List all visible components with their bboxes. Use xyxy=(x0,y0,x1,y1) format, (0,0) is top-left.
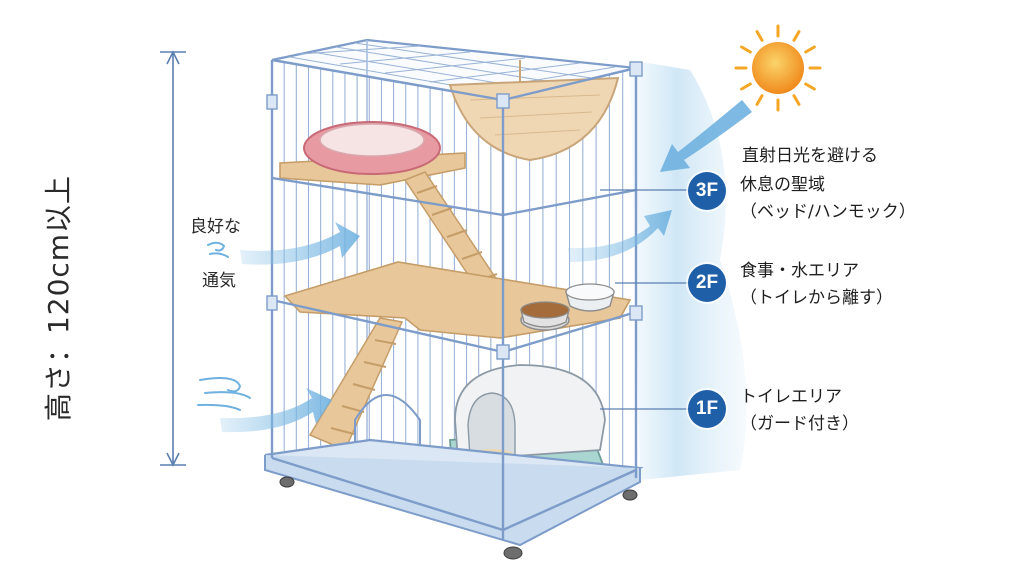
leader-lines xyxy=(600,189,688,410)
height-dimension-line xyxy=(160,50,186,467)
floor-3f-detail: （ベッド/ハンモック） xyxy=(740,202,916,222)
cage-wheels xyxy=(279,476,638,560)
cat-bed xyxy=(303,121,441,175)
floor-2f-detail: （トイレから離す） xyxy=(740,288,893,308)
sun-icon xyxy=(734,24,822,112)
floor-1f-title: トイレエリア xyxy=(740,387,842,407)
water-bowl xyxy=(565,283,615,312)
ventilation-label-line1: 良好な xyxy=(190,217,241,237)
floor-3f-title: 休息の聖域 xyxy=(740,175,825,195)
shade-area xyxy=(630,60,747,480)
floor-badge-3f: 3F xyxy=(688,172,726,210)
airflow-arrows xyxy=(220,210,672,433)
floor-badge-1f: 1F xyxy=(688,390,726,428)
food-bowl xyxy=(520,301,570,331)
floor-2f-text: 食事・水エリア （トイレから離す） xyxy=(740,258,893,312)
floor-3f-text: 休息の聖域 （ベッド/ハンモック） xyxy=(740,172,916,226)
wind-swirls xyxy=(197,241,251,411)
sunlight-label: 直射日光を避ける xyxy=(742,146,878,166)
sunlight-arrow xyxy=(660,100,752,172)
ventilation-label-line2: 通気 xyxy=(202,271,236,291)
floor-1f-text: トイレエリア （ガード付き） xyxy=(740,384,859,438)
cage-door xyxy=(354,394,421,490)
floor-1f-detail: （ガード付き） xyxy=(740,414,859,434)
frame-connectors xyxy=(266,61,643,360)
cage-top-bars xyxy=(289,42,616,98)
cage-base xyxy=(264,438,644,547)
floor-2f-title: 食事・水エリア xyxy=(740,261,859,281)
height-label: 高さ：120cm以上 xyxy=(42,174,75,422)
floor-badge-2f: 2F xyxy=(688,264,726,302)
